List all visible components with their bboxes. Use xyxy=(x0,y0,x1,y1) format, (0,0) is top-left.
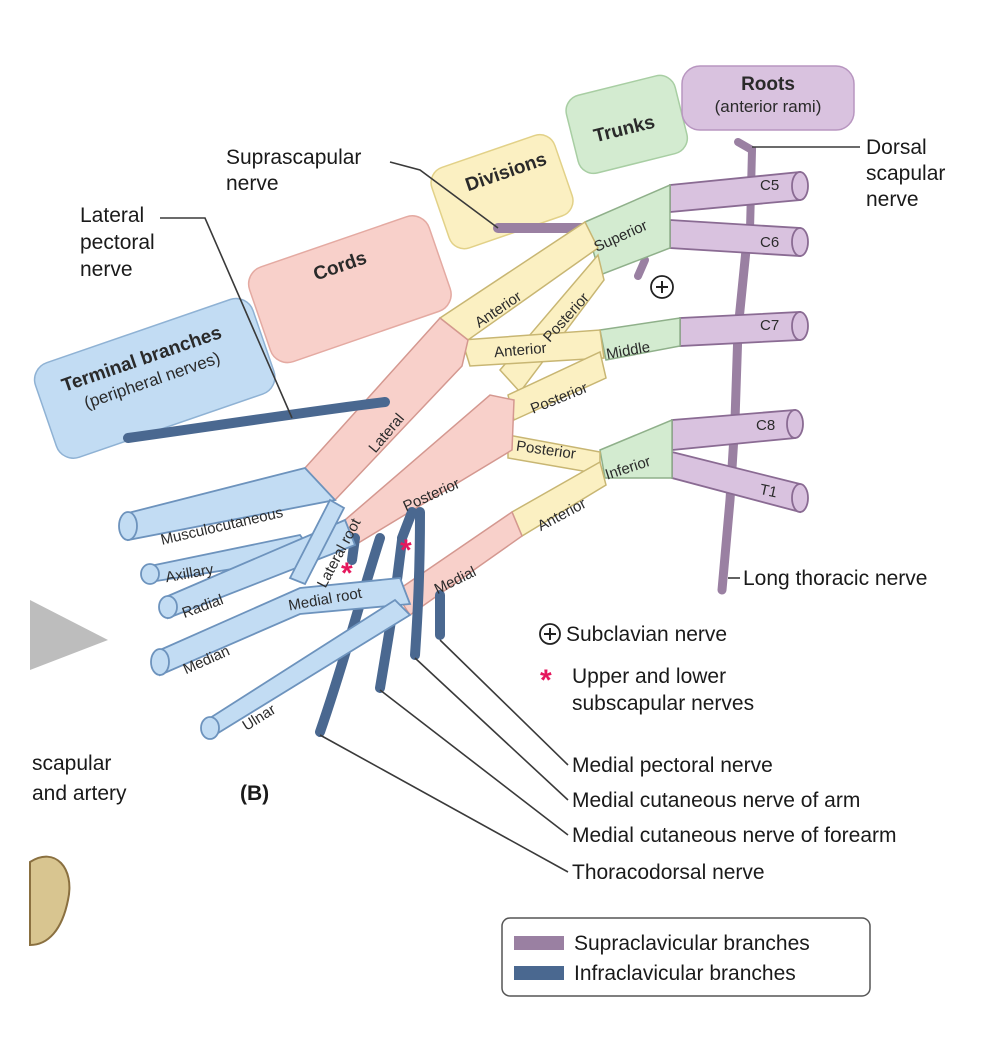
figure-label: (B) xyxy=(240,782,269,805)
legend-infra-swatch xyxy=(514,966,564,980)
header-roots-text: Roots xyxy=(741,74,795,95)
scapular-label-line2: and artery xyxy=(32,782,127,805)
subclavian-nerve xyxy=(634,256,649,280)
medial-cut-arm-label: Medial cutaneous nerve of arm xyxy=(572,789,860,812)
terminal-branches-group xyxy=(118,466,412,740)
root-t1-label: T1 xyxy=(758,481,779,501)
suprascapular-label-line1: Suprascapular xyxy=(226,146,361,169)
leader-medial-cut-arm xyxy=(414,657,569,801)
legend-box xyxy=(501,917,871,997)
leader-thoracodorsal xyxy=(319,734,569,873)
dorsal-scapular-label-line2: scapular xyxy=(866,162,945,185)
bone-fragment xyxy=(29,855,71,947)
lateral-pectoral-label-line2: pectoral xyxy=(80,231,155,254)
medial-pectoral-label: Medial pectoral nerve xyxy=(572,754,773,777)
root-c8-label: C8 xyxy=(756,417,775,434)
header-terminal xyxy=(33,297,276,459)
legend-infra-label: Infraclavicular branches xyxy=(574,962,796,985)
legend-supra-label: Supraclavicular branches xyxy=(574,932,810,955)
leader-medial-cut-forearm xyxy=(379,689,569,836)
root-c5-label: C5 xyxy=(760,177,779,194)
key-asterisk-icon: * xyxy=(540,664,552,697)
header-cords xyxy=(247,215,452,364)
header-roots-subtext: (anterior rami) xyxy=(715,97,822,116)
leader-lateral-pectoral xyxy=(160,217,293,419)
gray-arrow-shape xyxy=(30,600,108,670)
lateral-pectoral-label-line3: nerve xyxy=(80,258,133,281)
header-roots xyxy=(681,65,855,131)
suprascapular-label-line2: nerve xyxy=(226,172,279,195)
divisions-group xyxy=(438,220,607,538)
leader-suprascapular xyxy=(389,161,499,229)
key-subscapular-label-line1: Upper and lower xyxy=(572,665,726,688)
subclavian-plus-icon xyxy=(650,275,674,299)
root-c7-label: C7 xyxy=(760,317,779,334)
medial-cut-forearm-label: Medial cutaneous nerve of forearm xyxy=(572,824,897,847)
leader-medial-pectoral xyxy=(439,639,569,766)
thoracodorsal-label: Thoracodorsal nerve xyxy=(572,861,765,884)
lateral-pectoral-label-line1: Lateral xyxy=(80,204,144,227)
key-subclavian-label: Subclavian nerve xyxy=(566,623,727,646)
dorsal-scapular-label-line1: Dorsal xyxy=(866,136,927,159)
asterisk-2: * xyxy=(400,534,412,567)
root-c6-label: C6 xyxy=(760,234,779,251)
roots-group xyxy=(669,171,809,514)
dorsal-scapular-label-line3: nerve xyxy=(866,188,919,211)
key-subclavian-icon xyxy=(539,623,561,645)
scapular-label-line1: scapular xyxy=(32,752,111,775)
long-thoracic-label: Long thoracic nerve xyxy=(743,567,927,590)
division-anterior-middle: Anterior xyxy=(493,340,547,362)
asterisk-1: * xyxy=(341,557,353,590)
key-subscapular-label-line2: subscapular nerves xyxy=(572,692,754,715)
legend-supra-swatch xyxy=(514,936,564,950)
header-trunks xyxy=(565,74,689,175)
trunks-group xyxy=(584,183,681,479)
